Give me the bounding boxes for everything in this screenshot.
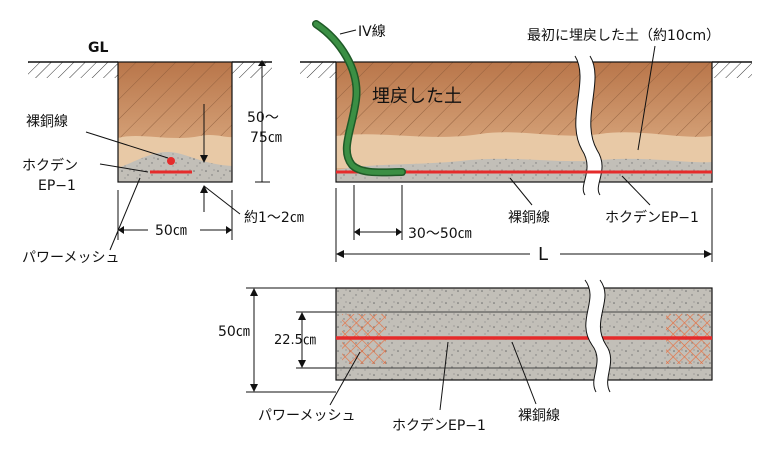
power-mesh-bottom-label: パワーメッシュ (258, 408, 355, 424)
concrete-left (118, 152, 232, 182)
dist-label: 30〜50㎝ (408, 226, 472, 242)
hokuden-right-label: ホクデンEP−1 (605, 209, 699, 226)
ground-hatch-left2 (232, 62, 272, 78)
bare-copper-bottom-label: 裸銅線 (518, 408, 560, 424)
plan-concrete (335, 287, 713, 381)
ep1-left-label: EP−1 (38, 178, 76, 194)
iv-wire (313, 21, 405, 175)
first-backfill-label: 最初に埋戻した土（約10cm） (527, 27, 720, 44)
width-label: 50㎝ (155, 223, 187, 239)
left-cross-section: GL 50〜 75㎝ 約1〜2㎝ 裸銅線 ホクデン EP−1 50㎝ パワーメッ… (22, 40, 304, 266)
break-gap-upper (575, 56, 603, 195)
depth-label-1: 50〜 (247, 110, 279, 126)
thickness-label: 約1〜2㎝ (244, 210, 304, 226)
plan-22-5-label: 22.5㎝ (274, 333, 316, 348)
hokuden-bottom-label: ホクデンEP−1 (392, 417, 486, 434)
bare-copper-left-label: 裸銅線 (26, 114, 68, 130)
bare-copper-mid-label: 裸銅線 (508, 210, 550, 226)
backfill-soil-label: 埋戻した土 (372, 86, 462, 107)
hokuden-left-label: ホクデン (22, 157, 78, 174)
power-mesh-left-label: パワーメッシュ (22, 250, 119, 266)
gl-label: GL (88, 40, 108, 56)
depth-label-2: 75㎝ (250, 130, 282, 146)
ground-hatch-left (28, 62, 118, 78)
iv-wire-label: IV線 (358, 24, 386, 40)
longitudinal-section: IV線 最初に埋戻した土（約10cm） 埋戻した土 30〜50㎝ 裸銅線 ホクデ… (300, 20, 752, 265)
copper-wire-dot (167, 157, 175, 165)
plan-view: 50㎝ 22.5㎝ パワーメッシュ ホクデンEP−1 裸銅線 (218, 279, 713, 434)
length-label: L (538, 244, 548, 265)
plan-50-label: 50㎝ (218, 324, 250, 340)
